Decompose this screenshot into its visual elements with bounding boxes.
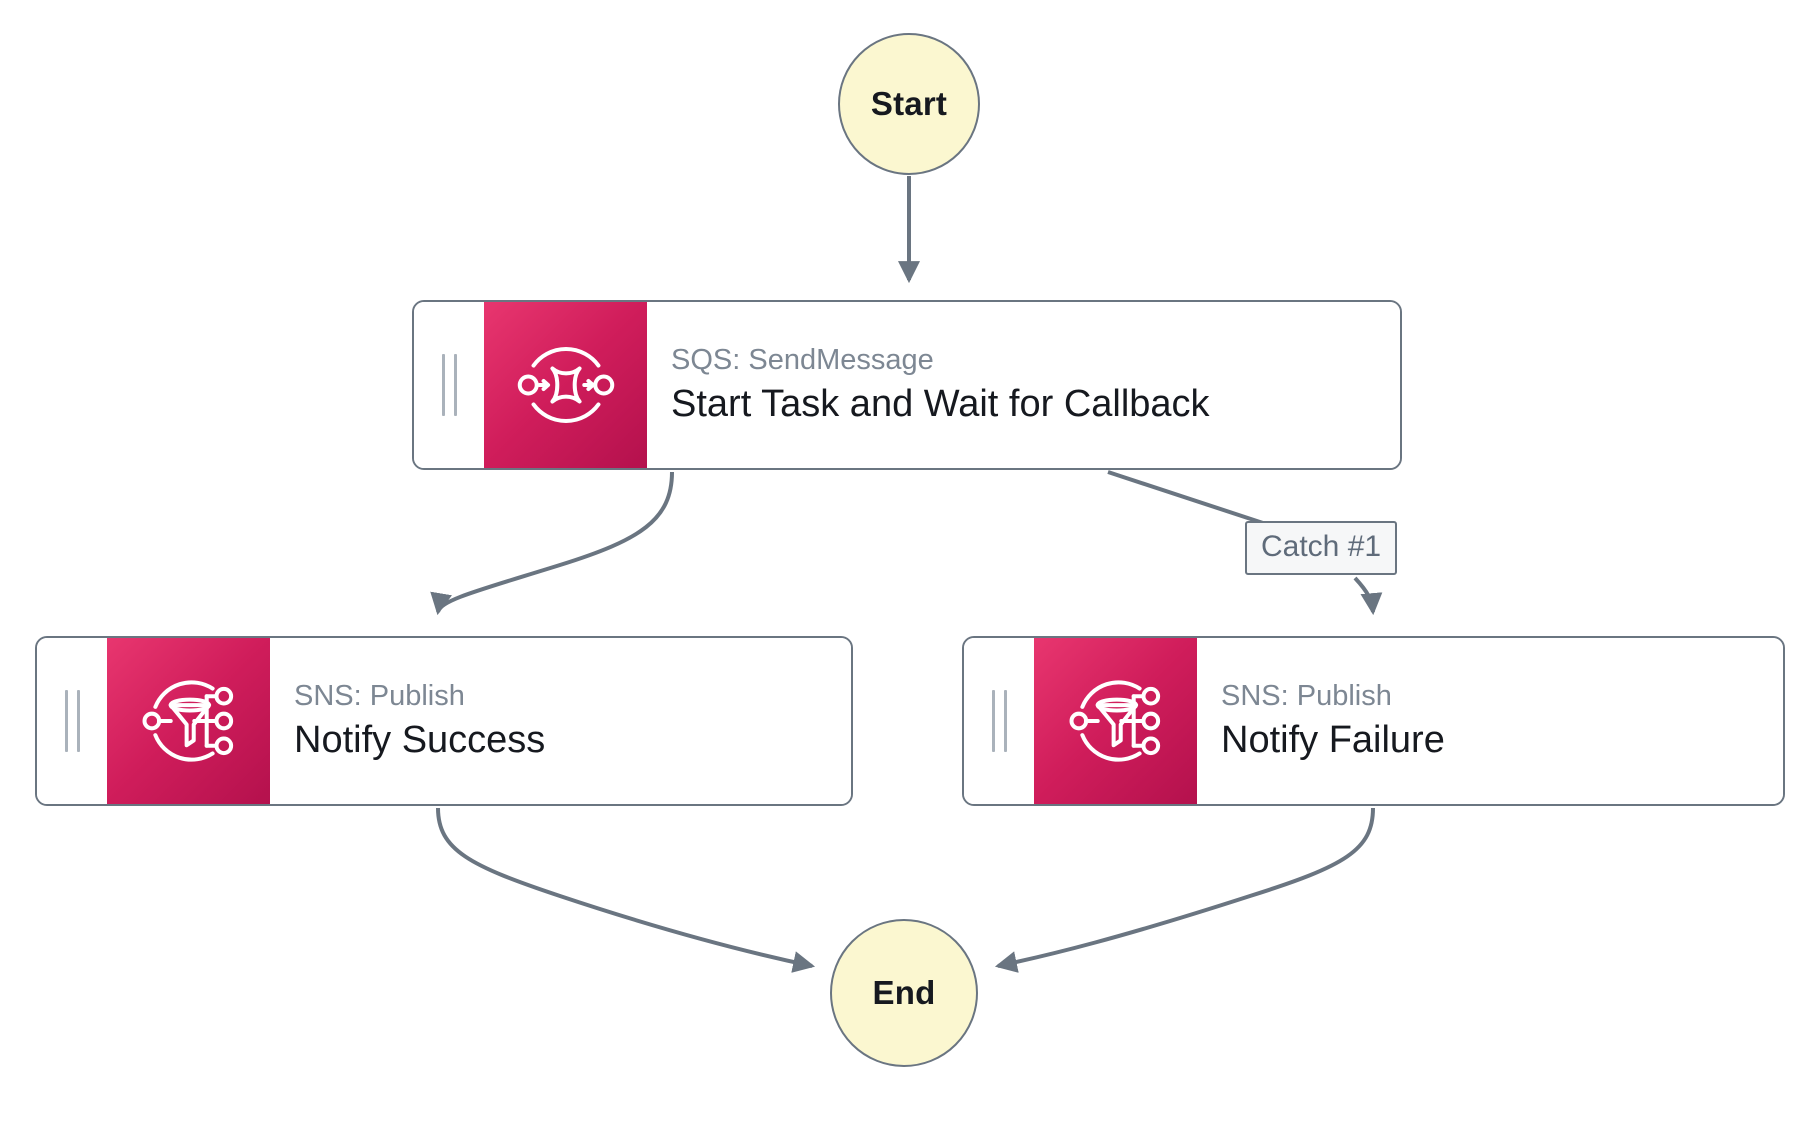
drag-handle-icon[interactable] [37,638,107,804]
state-node-subtitle: SQS: SendMessage [671,343,934,376]
drag-handle-icon[interactable] [964,638,1034,804]
end-state-label: End [872,974,936,1011]
state-node-text: SNS: Publish Notify Failure [1197,638,1783,804]
sns-topic-icon [107,638,270,804]
state-node-title: Start Task and Wait for Callback [671,383,1210,425]
edge-label-catch-1-text: Catch #1 [1261,530,1382,563]
edge-sqs-to-notify-success [430,471,674,616]
sqs-queue-icon [484,302,647,468]
drag-handle-bar [1003,690,1007,752]
state-node-title: Notify Success [294,719,546,761]
state-node-sqs-send-message[interactable]: SQS: SendMessage Start Task and Wait for… [412,300,1402,470]
state-node-text: SQS: SendMessage Start Task and Wait for… [647,302,1400,468]
start-state-node[interactable]: Start [838,33,980,175]
drag-handle-bar [453,354,457,416]
state-node-subtitle: SNS: Publish [294,679,465,712]
drag-handle-icon[interactable] [414,302,484,468]
state-node-subtitle: SNS: Publish [1221,679,1392,712]
sns-topic-icon [1034,638,1197,804]
state-node-text: SNS: Publish Notify Success [270,638,851,804]
drag-handle-bar [441,354,445,416]
edge-notify-success-to-end [436,807,816,973]
drag-handle-bar [64,690,68,752]
state-node-sns-notify-failure[interactable]: SNS: Publish Notify Failure [962,636,1785,806]
state-node-title: Notify Failure [1221,719,1445,761]
drag-handle-bar [991,690,995,752]
edge-notify-failure-to-end [994,807,1375,973]
drag-handle-bar [76,690,80,752]
edge-label-catch-1[interactable]: Catch #1 [1245,521,1398,575]
end-state-node[interactable]: End [830,919,978,1067]
state-node-sns-notify-success[interactable]: SNS: Publish Notify Success [35,636,853,806]
start-state-label: Start [870,85,948,122]
